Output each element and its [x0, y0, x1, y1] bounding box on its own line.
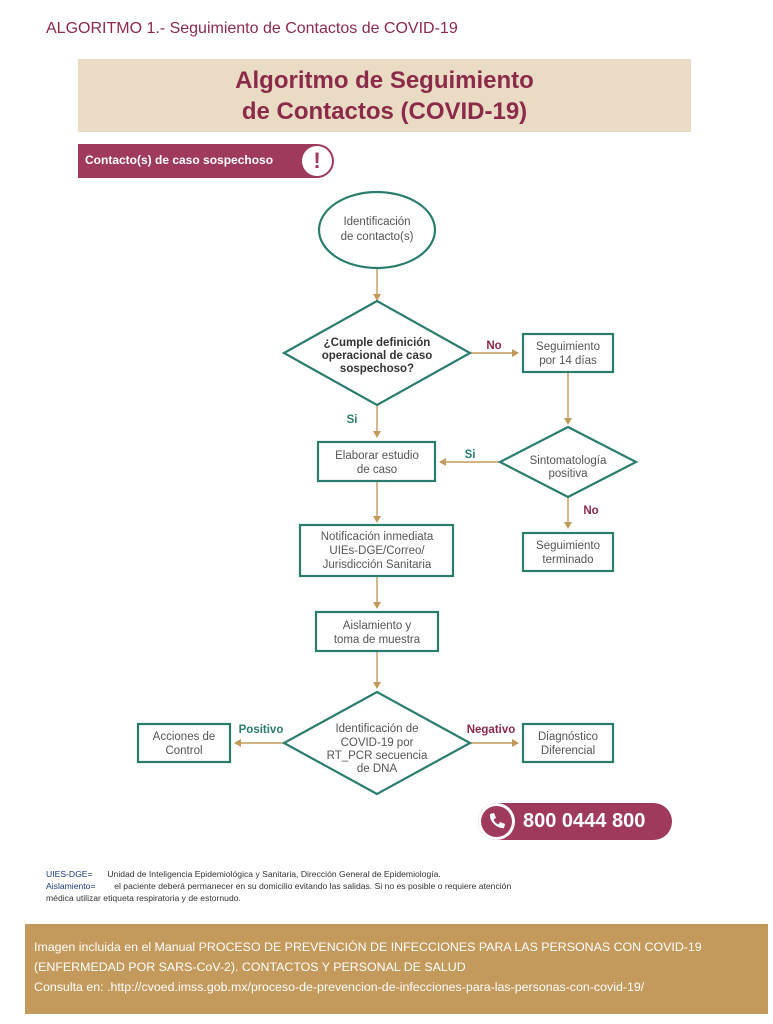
- title-band: Algoritmo de Seguimiento de Contactos (C…: [78, 59, 691, 132]
- notify-text-3: Jurisdicción Sanitaria: [323, 559, 432, 571]
- footer-source-link[interactable]: Consulta en: .http://cvoed.imss.gob.mx/p…: [34, 980, 645, 994]
- note-def-1: Unidad de Inteligencia Epidemiológica y …: [107, 869, 441, 879]
- connectors: [234, 268, 572, 747]
- label-no-1: No: [486, 340, 501, 352]
- study-text-1: Elaborar estudio: [335, 450, 419, 462]
- note-row-2: Aislamiento= el paciente deberá permanec…: [46, 880, 686, 892]
- note-def-2-line-2: médica utilizar etiqueta respiratoria y …: [46, 893, 241, 903]
- exclamation-icon: !: [302, 146, 332, 176]
- follow-text-2: por 14 días: [539, 355, 597, 367]
- start-text-1: Identificación: [343, 216, 410, 228]
- decision1-text-2: operacional de caso: [322, 350, 433, 362]
- study-text-2: de caso: [357, 464, 397, 476]
- phone-icon: [478, 803, 515, 840]
- isolation-sampling-box: [314, 610, 440, 653]
- follow-text-1: Seguimiento: [536, 341, 600, 353]
- algorithm-label: ALGORITMO 1.- Seguimiento de Contactos d…: [46, 20, 458, 37]
- title-line-2: de Contactos (COVID-19): [241, 98, 528, 125]
- notification-box: [298, 523, 455, 578]
- decision1-text-3: sospechoso?: [340, 363, 414, 375]
- note-row-1: UIES-DGE= Unidad de Inteligencia Epidemi…: [46, 868, 686, 880]
- control-text-1: Acciones de: [153, 731, 216, 743]
- decision-positive-symptoms: [497, 425, 639, 499]
- decision-pcr-identification: [281, 690, 473, 796]
- pcr-text-1: Identificación de: [335, 723, 418, 735]
- finished-text-1: Seguimiento: [536, 540, 600, 552]
- diff-text-2: Diferencial: [541, 745, 595, 757]
- footer-line-1: Imagen incluida en el Manual PROCESO DE …: [34, 940, 702, 954]
- case-study-box: [316, 440, 437, 483]
- label-negative: Negativo: [467, 724, 516, 736]
- symptoms-text-1: Sintomatología: [530, 455, 607, 467]
- phone-badge: 800 0444 800: [478, 803, 672, 840]
- exclamation-mark: !: [313, 148, 321, 173]
- source-footer: Imagen incluida en el Manual PROCESO DE …: [25, 924, 768, 1014]
- isolation-text-2: toma de muestra: [334, 634, 421, 646]
- note-term-2: Aislamiento=: [46, 881, 96, 891]
- notify-text-2: UIEs-DGE/Correo/: [329, 545, 425, 557]
- label-positive: Positivo: [239, 724, 284, 736]
- decision-suspect-definition: [281, 299, 473, 407]
- footer-line-2: (ENFERMEDAD POR SARS-CoV-2). CONTACTOS Y…: [34, 960, 466, 974]
- pcr-text-2: COVID-19 por: [341, 737, 414, 749]
- control-actions-box: [136, 722, 232, 764]
- note-term-1: UIES-DGE=: [46, 869, 93, 879]
- notify-text-1: Notificación inmediata: [321, 531, 434, 543]
- pcr-text-3: RT_PCR secuencia: [327, 750, 428, 762]
- follow-up-14-days-box: [521, 332, 615, 374]
- label-si-2: Si: [465, 449, 476, 461]
- label-si-1: Si: [347, 414, 358, 426]
- phone-handset-icon: [489, 813, 505, 829]
- diff-text-1: Diagnóstico: [538, 731, 598, 743]
- note-def-2-line-1: el paciente deberá permanecer en su domi…: [114, 881, 512, 891]
- symptoms-text-2: positiva: [549, 468, 589, 480]
- isolation-text-1: Aislamiento y: [343, 620, 412, 632]
- finished-text-2: terminado: [542, 554, 593, 566]
- start-node: [317, 190, 437, 270]
- phone-number: 800 0444 800: [523, 810, 646, 832]
- start-text-2: de contacto(s): [341, 231, 414, 243]
- differential-diagnosis-box: [521, 722, 615, 764]
- suspect-contact-banner: Contacto(s) de caso sospechoso !: [78, 144, 334, 178]
- label-no-2: No: [583, 505, 598, 517]
- follow-up-finished-box: [521, 531, 615, 573]
- pcr-text-4: de DNA: [357, 763, 398, 775]
- title-line-1: Algoritmo de Seguimiento: [235, 67, 534, 94]
- glossary-notes: UIES-DGE= Unidad de Inteligencia Epidemi…: [46, 868, 686, 904]
- decision1-text-1: ¿Cumple definición: [324, 337, 431, 349]
- banner-text: Contacto(s) de caso sospechoso: [85, 153, 274, 167]
- control-text-2: Control: [165, 745, 202, 757]
